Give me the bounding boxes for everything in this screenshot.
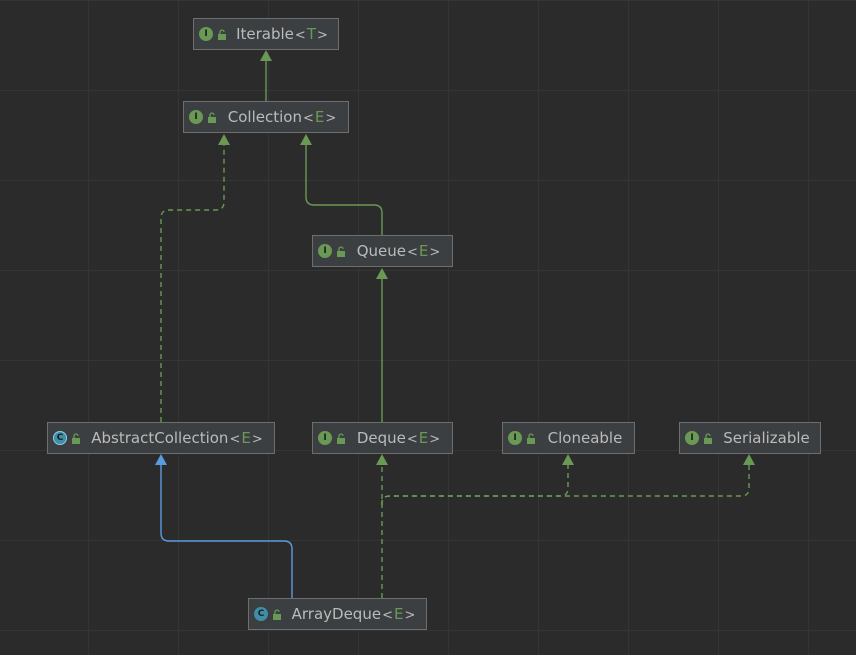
class-name: Deque xyxy=(356,429,406,447)
interface-icon: I xyxy=(508,431,522,445)
edge-deque-queue-arrowhead xyxy=(376,268,388,279)
public-lock-icon xyxy=(337,432,345,444)
public-lock-icon xyxy=(72,432,80,444)
public-lock-icon xyxy=(527,432,535,444)
lt-sign: < xyxy=(229,432,241,447)
interface-icon: I xyxy=(189,110,203,124)
node-label: ArrayDeque<E> xyxy=(286,605,423,623)
interface-icon: I xyxy=(318,431,332,445)
public-lock-icon xyxy=(273,608,281,620)
node-label: Serializable xyxy=(717,429,816,447)
node-arraydeque[interactable]: C ArrayDeque<E> xyxy=(248,598,427,630)
edge-queue-collection-arrowhead xyxy=(300,134,312,145)
node-label: Cloneable xyxy=(542,429,629,447)
edge-abstractcollection-collection-arrowhead xyxy=(218,134,230,145)
public-lock-icon xyxy=(208,111,216,123)
class-name: Queue xyxy=(356,242,406,260)
node-iterable[interactable]: I Iterable<T> xyxy=(193,18,339,50)
edge-arraydeque-cloneable-arrowhead xyxy=(562,454,574,465)
public-lock-icon xyxy=(704,432,712,444)
public-lock-icon xyxy=(218,28,226,40)
node-label: Iterable<T> xyxy=(230,25,335,43)
gt-sign: > xyxy=(429,432,441,447)
edge-arraydeque-serializable xyxy=(381,460,750,505)
type-param: T xyxy=(306,25,316,43)
abstract-class-icon: C xyxy=(53,431,67,445)
lt-sign: < xyxy=(382,608,393,623)
node-label: Queue<E> xyxy=(351,242,448,260)
node-deque[interactable]: I Deque<E> xyxy=(312,422,453,454)
class-name: Cloneable xyxy=(547,429,623,447)
node-serializable[interactable]: I Serializable xyxy=(679,422,821,454)
type-param: E xyxy=(418,242,429,260)
class-name: Collection xyxy=(227,108,302,126)
gt-sign: > xyxy=(316,28,328,43)
class-name: Serializable xyxy=(723,429,810,447)
type-param: E xyxy=(241,429,251,447)
edge-arraydeque-abstractcollection xyxy=(160,460,293,598)
type-param: E xyxy=(314,108,325,126)
interface-icon: I xyxy=(318,244,332,258)
type-param: E xyxy=(393,605,404,623)
class-name: AbstractCollection xyxy=(91,429,229,447)
lt-sign: < xyxy=(406,245,418,260)
edge-arraydeque-cloneable xyxy=(381,460,569,505)
gt-sign: > xyxy=(251,432,263,447)
class-name: Iterable xyxy=(236,25,294,43)
edge-arraydeque-deque-arrowhead xyxy=(376,454,388,465)
node-collection[interactable]: I Collection<E> xyxy=(183,101,349,133)
gt-sign: > xyxy=(404,608,416,623)
type-param: E xyxy=(418,429,429,447)
node-label: Collection<E> xyxy=(222,108,344,126)
class-icon: C xyxy=(254,607,268,621)
interface-icon: I xyxy=(685,431,699,445)
edge-queue-collection xyxy=(305,140,383,235)
edge-abstractcollection-collection xyxy=(160,140,225,422)
class-name: ArrayDeque xyxy=(291,605,382,623)
public-lock-icon xyxy=(337,245,345,257)
gt-sign: > xyxy=(429,245,441,260)
lt-sign: < xyxy=(302,111,314,126)
lt-sign: < xyxy=(294,28,306,43)
node-abstractcollection[interactable]: C AbstractCollection<E> xyxy=(47,422,275,454)
edge-arraydeque-serializable-arrowhead xyxy=(743,454,755,465)
interface-icon: I xyxy=(199,27,213,41)
node-label: Deque<E> xyxy=(351,429,447,447)
lt-sign: < xyxy=(406,432,418,447)
node-label: AbstractCollection<E> xyxy=(85,429,269,447)
node-queue[interactable]: I Queue<E> xyxy=(312,235,453,267)
edge-arraydeque-abstractcollection-arrowhead xyxy=(155,454,167,465)
gt-sign: > xyxy=(325,111,337,126)
node-cloneable[interactable]: I Cloneable xyxy=(502,422,635,454)
edge-collection-iterable-arrowhead xyxy=(260,50,272,61)
